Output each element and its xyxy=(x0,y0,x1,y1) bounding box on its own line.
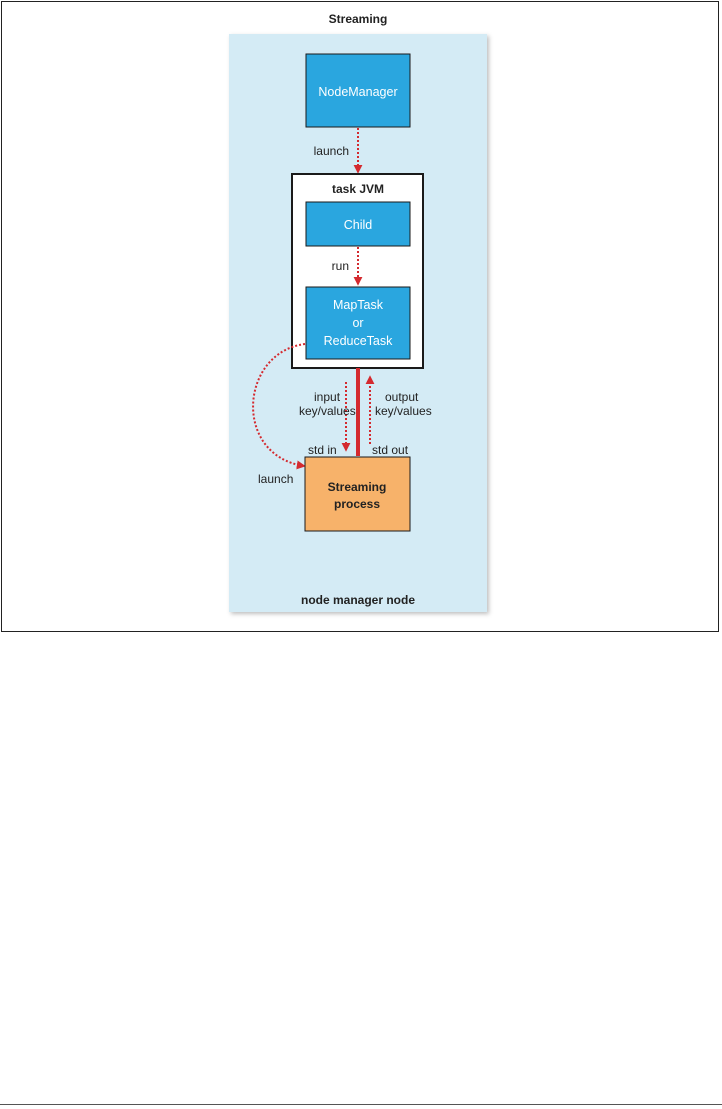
task-jvm-title: task JVM xyxy=(332,182,384,196)
node-manager-label: NodeManager xyxy=(318,85,397,99)
maptask-label-line1: MapTask xyxy=(333,298,384,312)
launch-arrow-curved xyxy=(252,343,306,470)
figure-frame xyxy=(1,1,719,632)
output-label-line2: key/values xyxy=(375,404,432,418)
streaming-process-box xyxy=(304,456,411,532)
child-box xyxy=(305,201,411,247)
streaming-diagram: Streaming node manager node NodeManager … xyxy=(229,12,487,612)
std-out-label: std out xyxy=(372,443,409,457)
std-in-label: std in xyxy=(308,443,337,457)
diagram-title: Streaming xyxy=(329,12,388,26)
container-label: node manager node xyxy=(301,593,415,607)
input-label-line2: key/values xyxy=(299,404,356,418)
maptask-box xyxy=(305,286,411,360)
maptask-label-line3: ReduceTask xyxy=(324,334,394,348)
launch-label-left: launch xyxy=(258,472,293,486)
output-label-line1: output xyxy=(385,390,419,404)
launch-label-top: launch xyxy=(314,144,349,158)
run-label: run xyxy=(332,259,349,273)
streaming-process-label-line2: process xyxy=(334,497,380,511)
child-label: Child xyxy=(344,218,373,232)
page-bottom-rule xyxy=(0,1104,722,1105)
maptask-label-line2: or xyxy=(352,316,363,330)
streaming-process-label-line1: Streaming xyxy=(328,480,387,494)
node-manager-box xyxy=(305,53,411,128)
input-label-line1: input xyxy=(314,390,341,404)
